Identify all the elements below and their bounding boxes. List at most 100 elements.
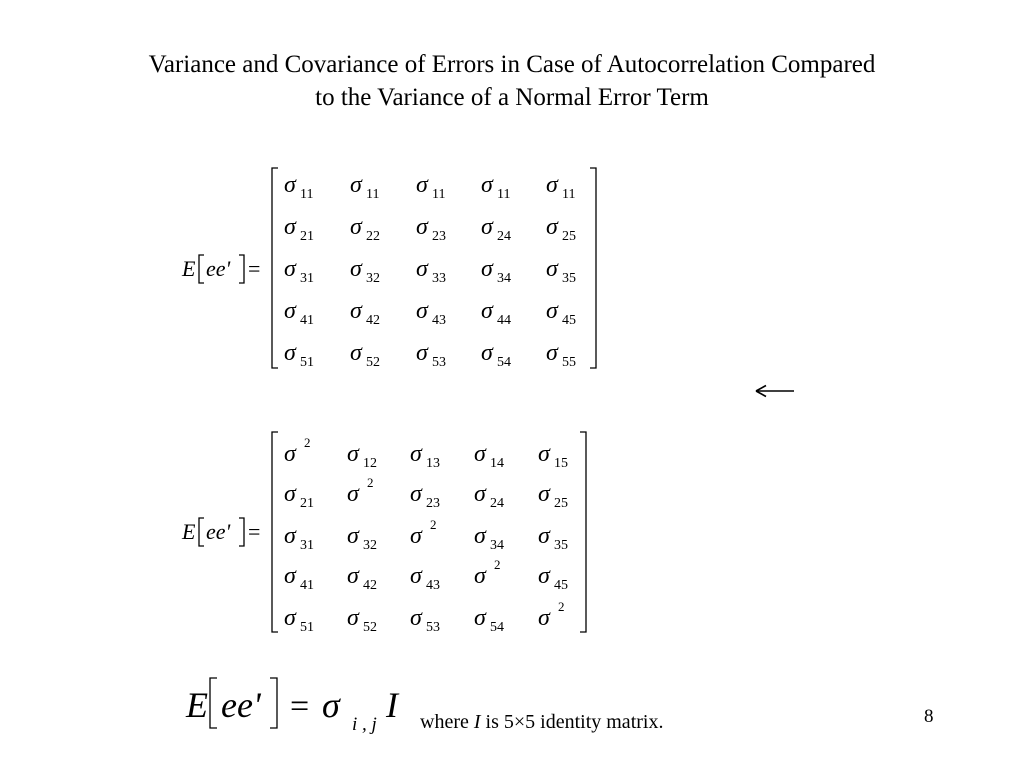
identity-eq-inner: ee': [221, 685, 262, 725]
subscript: 45: [554, 578, 568, 593]
subscript: 31: [300, 538, 314, 553]
sigma-symbol: σ: [284, 563, 297, 589]
subscript: 24: [490, 496, 504, 511]
sigma-symbol: σ: [350, 256, 363, 282]
title-line-1: Variance and Covariance of Errors in Cas…: [148, 51, 876, 78]
slide-title: Variance and Covariance of Errors in Cas…: [0, 48, 1024, 114]
sigma-symbol: σ: [284, 256, 297, 282]
footnote-italic-I: I: [473, 711, 481, 733]
subscript: 21: [300, 229, 314, 244]
subscript: 31: [300, 271, 314, 286]
subscript: 41: [300, 578, 314, 593]
sigma-symbol: σ: [410, 441, 423, 467]
subscript: 43: [432, 313, 446, 328]
subscript: 11: [432, 187, 445, 202]
footnote-suffix: is 5×5 identity matrix.: [480, 711, 664, 733]
subscript: 22: [366, 229, 380, 244]
sigma-symbol: σ: [538, 441, 551, 467]
page-number: 8: [924, 706, 934, 727]
subscript: 52: [363, 620, 377, 635]
sigma-symbol: σ: [410, 605, 423, 631]
subscript: 32: [366, 271, 380, 286]
subscript: 42: [363, 578, 377, 593]
matrix2-lhs-inner: ee': [206, 519, 231, 544]
subscript: 44: [497, 313, 511, 328]
subscript: 33: [432, 271, 446, 286]
sigma-symbol: σ: [284, 340, 297, 366]
matrix1-lhs-E: E: [181, 256, 196, 281]
identity-eq-E: E: [185, 685, 208, 725]
superscript: 2: [558, 599, 565, 614]
sigma-symbol: σ: [347, 441, 360, 467]
subscript: 41: [300, 313, 314, 328]
matrix1-lhs-equals: =: [248, 256, 260, 281]
matrix2-left-bracket: [271, 431, 278, 633]
matrix2-lhs-E: E: [181, 519, 196, 544]
subscript: 35: [562, 271, 576, 286]
subscript: 13: [426, 456, 440, 471]
subscript: 43: [426, 578, 440, 593]
left-arrow-icon: [755, 384, 794, 398]
superscript: 2: [304, 435, 311, 450]
subscript: 34: [497, 271, 511, 286]
subscript: 21: [300, 496, 314, 511]
subscript: 45: [562, 313, 576, 328]
subscript: 23: [432, 229, 446, 244]
sigma-symbol: σ: [416, 256, 429, 282]
identity-eq-subscript: i , j: [352, 714, 377, 735]
sigma-symbol: σ: [481, 214, 494, 240]
sigma-symbol: σ: [347, 481, 360, 507]
identity-eq-equals: =: [290, 688, 309, 725]
subscript: 14: [490, 456, 504, 471]
subscript: 34: [490, 538, 504, 553]
footnote-prefix: where: [420, 711, 474, 733]
sigma-symbol: σ: [538, 605, 551, 631]
sigma-symbol: σ: [410, 523, 423, 549]
sigma-symbol: σ: [284, 441, 297, 467]
sigma-symbol: σ: [416, 298, 429, 324]
sigma-symbol: σ: [284, 523, 297, 549]
sigma-symbol: σ: [546, 214, 559, 240]
sigma-symbol: σ: [416, 214, 429, 240]
subscript: 32: [363, 538, 377, 553]
identity-eq-I: I: [385, 685, 400, 725]
sigma-symbol: σ: [474, 563, 487, 589]
sigma-symbol: σ: [350, 340, 363, 366]
sigma-symbol: σ: [546, 340, 559, 366]
matrix1-lhs-left-bracket: [198, 254, 204, 284]
subscript: 53: [432, 355, 446, 370]
sigma-symbol: σ: [546, 298, 559, 324]
sigma-symbol: σ: [538, 481, 551, 507]
sigma-symbol: σ: [546, 172, 559, 198]
sigma-symbol: σ: [538, 523, 551, 549]
sigma-symbol: σ: [474, 605, 487, 631]
subscript: 51: [300, 620, 314, 635]
